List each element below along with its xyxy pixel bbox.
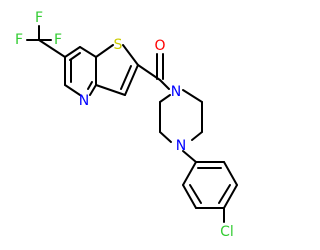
molecule-drawing: F F F S O N N N Cl (15, 10, 238, 240)
bond-pyridine-5 (79, 46, 97, 58)
oxygen-label: O (154, 38, 165, 54)
atom-labels: F F F S O N N N Cl (15, 10, 234, 240)
bond-thiophene-3-double (120, 65, 132, 90)
bond-thiophene-2 (122, 44, 139, 66)
bond-pyridine-3 (89, 84, 97, 96)
bond-thiophene-4 (95, 84, 126, 96)
bond-phenyl-5 (182, 184, 197, 209)
bond-thiophene-3 (124, 64, 139, 96)
fluorine-label-left: F (15, 32, 23, 48)
pyridine-nitrogen-label: N (79, 93, 89, 109)
bond-phenyl-5-double (189, 184, 202, 204)
bond-piperazine-4 (159, 131, 172, 143)
sulfur-label: S (114, 37, 123, 53)
bond-phenyl-2 (223, 161, 238, 186)
bond-carbonyl-n (159, 79, 170, 90)
bond-piperazine-1 (182, 89, 203, 103)
bond-phenyl-3-double (218, 184, 231, 204)
bond-pyridine-3-double (87, 81, 93, 90)
bond-piperazine-6 (159, 94, 171, 103)
fluorine-label-right: F (54, 32, 62, 48)
amide-nitrogen-label: N (171, 84, 181, 100)
bond-pyridine-6 (64, 46, 81, 58)
bonds (26, 25, 238, 223)
bond-piperazine-3 (191, 131, 203, 141)
structure-canvas: F F F S O N N N Cl (14, 10, 238, 240)
bond-pyridine-6-double (69, 52, 81, 61)
fluorine-label-top: F (35, 10, 43, 26)
chlorine-label: Cl (220, 224, 234, 240)
bond-thiophene-1 (95, 44, 114, 58)
bond-phenyl-6 (182, 161, 197, 186)
bond-n-phenyl (182, 150, 197, 163)
bond-cf3-ring (38, 39, 66, 58)
bond-phenyl-3 (223, 184, 238, 209)
bond-pyridine-2 (64, 84, 81, 96)
aryl-nitrogen-label: N (176, 138, 186, 154)
